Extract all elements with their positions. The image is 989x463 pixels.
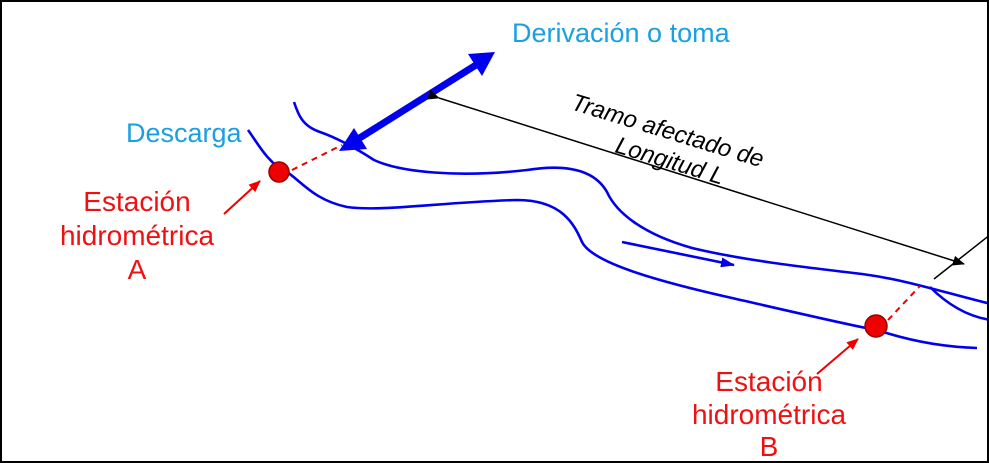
river-bank-right-side xyxy=(929,286,987,321)
station-b-section-line xyxy=(887,285,921,321)
station-a-pointer-arrow xyxy=(223,180,261,215)
derivation-arrow-shaft xyxy=(356,62,478,142)
station-b-pointer-arrow xyxy=(816,338,859,375)
station-b-label-line2: hidrométrica xyxy=(692,399,846,430)
derivation-label: Derivación o toma xyxy=(512,18,731,48)
station-a-label-line1: Estación xyxy=(83,186,190,217)
river-bank-lower xyxy=(246,129,978,350)
station-a-label-line2: hidrométrica xyxy=(60,220,214,251)
station-a-label-line3: A xyxy=(128,254,147,285)
station-a-marker xyxy=(268,161,290,183)
reach-length-dimension-line xyxy=(427,89,965,266)
derivation-arrow-head-top xyxy=(468,52,495,76)
station-b-label-line1: Estación xyxy=(715,366,822,397)
station-a-section-line xyxy=(291,144,343,171)
reach-length-extension-line xyxy=(933,236,987,280)
derivation-arrow-head-bottom xyxy=(339,128,367,151)
station-b-label-line3: B xyxy=(760,431,779,462)
station-b-marker xyxy=(864,314,888,338)
discharge-label: Descarga xyxy=(126,118,243,148)
